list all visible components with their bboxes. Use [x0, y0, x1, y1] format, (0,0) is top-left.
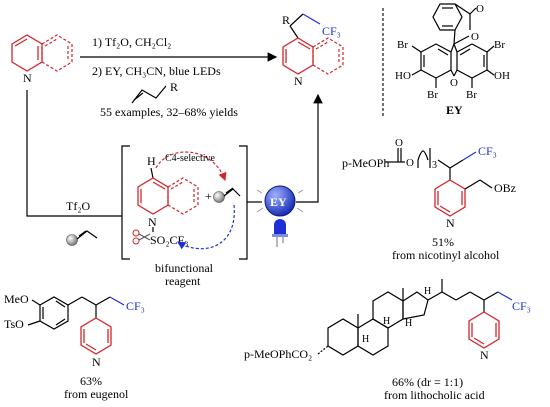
mech-h-label: H	[147, 154, 156, 168]
nicotinyl-n-label: N	[446, 216, 455, 230]
product-r-label: R	[282, 13, 290, 27]
lithocholic-yield: 66% (dr = 1:1)	[392, 375, 463, 389]
quinoline-structure: N	[11, 34, 73, 85]
right-bracket	[239, 145, 248, 260]
bifunctional-label-2: reagent	[165, 274, 201, 288]
eosin-lactone-o: O	[471, 31, 479, 43]
lithocholic-ester-label: p-MeOPhCO₂	[244, 347, 312, 361]
lithocholic-h4: H	[424, 286, 431, 297]
step1-text: 1) Tf₂O, CH₂Cl₂	[92, 35, 171, 49]
nicotinyl-example-structure: p-MeOPh O O 3 CF₃ OBz N	[342, 137, 516, 230]
c4-selective-label: C4-selective	[165, 153, 216, 164]
quinoline-n-label: N	[23, 71, 32, 85]
return-arrow	[296, 93, 323, 203]
vinyl-ball-in-bracket	[213, 187, 241, 203]
ey-badge-label: EY	[270, 195, 287, 209]
eosin-ho: HO	[395, 70, 411, 82]
eosin-br-top-right: Br	[494, 39, 505, 51]
scissors-icon	[132, 229, 151, 245]
nicotinyl-ester-o: O	[406, 157, 414, 169]
mech-n-label: N	[148, 215, 157, 229]
eosin-br-top-left: Br	[397, 39, 408, 51]
eugenol-meo-label: MeO	[4, 292, 29, 306]
eosin-oh: OH	[494, 70, 510, 82]
nicotinyl-yield: 51%	[432, 235, 454, 249]
lithocholic-source: from lithocholic acid	[384, 388, 485, 402]
blue-led-icon	[272, 219, 288, 247]
vinyl-ball-reagent	[66, 230, 98, 246]
lithocholic-example-structure: p-MeOPhCO₂ H H H H CF₃ N	[244, 279, 531, 362]
examples-yield-text: 55 examples, 32–68% yields	[100, 105, 238, 119]
product-structure: R CF₃ N	[282, 13, 344, 88]
eosin-y-structure: O O O Br Br HO OH Br Br EY	[395, 3, 510, 117]
nicotinyl-ester-label: p-MeOPh	[342, 156, 389, 170]
cf3-transfer-arrow	[176, 204, 235, 250]
eugenol-yield: 63%	[80, 374, 102, 388]
bifunctional-label-1: bifunctional	[155, 261, 214, 275]
nicotinyl-cf3-label: CF₃	[478, 144, 497, 158]
nicotinyl-subscript: 3	[432, 160, 437, 171]
lithocholic-h3: H	[405, 318, 412, 329]
nicotinyl-obz-label: OBz	[494, 181, 516, 195]
lithocholic-cf3-label: CF₃	[512, 299, 531, 313]
alkene-reagent	[131, 85, 167, 104]
lithocholic-h2: H	[383, 316, 390, 327]
eugenol-source: from eugenol	[64, 387, 129, 401]
nicotinyl-source: from nicotinyl alcohol	[392, 248, 500, 262]
left-bracket	[121, 145, 130, 260]
reagent-tf2o: Tf₂O	[66, 199, 91, 213]
eugenol-example-structure: MeO TsO CF₃ N	[4, 292, 145, 369]
lithocholic-h1: H	[362, 334, 369, 345]
c4-selective-arrow	[155, 151, 227, 182]
eosin-xanthene-o: O	[450, 77, 458, 89]
eosin-br-bottom-left: Br	[427, 89, 438, 101]
product-cf3-label: CF₃	[322, 24, 341, 38]
product-n-label: N	[294, 74, 303, 88]
mechanism-connector-left	[26, 90, 122, 217]
eugenol-cf3-label: CF₃	[126, 299, 145, 313]
mech-plus: +	[205, 189, 212, 203]
eosin-carbonyl-o: O	[476, 3, 484, 15]
eugenol-tso-label: TsO	[4, 317, 24, 331]
step2-text: 2) EY, CH₃CN, blue LEDs	[92, 64, 221, 78]
eosin-label: EY	[446, 103, 463, 117]
alkene-r-label: R	[170, 80, 178, 94]
eosin-br-bottom-right: Br	[466, 89, 477, 101]
eugenol-n-label: N	[92, 355, 101, 369]
lithocholic-n-label: N	[480, 348, 489, 362]
ey-photocatalyst-badge: EY	[256, 185, 304, 217]
nicotinyl-carbonyl-o: O	[395, 137, 403, 149]
quinolinium-triflate-structure: H N SO₂CF₃	[132, 154, 199, 247]
